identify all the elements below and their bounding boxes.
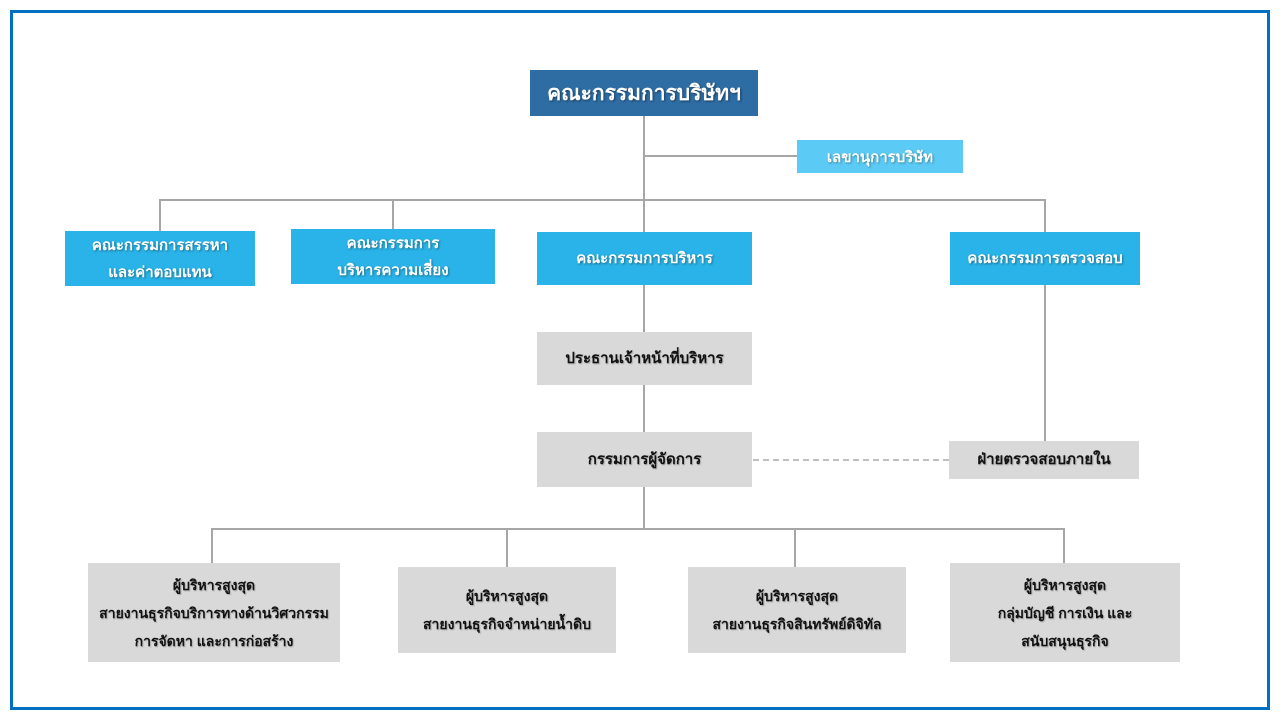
node-label-line: คณะกรรมการสรรหา (91, 236, 229, 254)
node-audit-committee: คณะกรรมการตรวจสอบ (950, 232, 1140, 285)
node-label-line: ผู้บริหารสูงสุด (172, 576, 256, 593)
node-label: เลขานุการบริษัท (826, 148, 934, 166)
node-label-line: คณะกรรมการ (346, 234, 440, 252)
node-risk-management-committee: คณะกรรมการ บริหารความเสี่ยง (291, 229, 495, 284)
node-label-line: กลุ่มบัญชี การเงิน และ (997, 604, 1133, 621)
node-label-line: สายงานธุรกิจสินทรัพย์ดิจิทัล (712, 616, 882, 632)
connector-drop-exec-finance (1063, 528, 1065, 563)
node-label-line: สายงานธุรกิจจำหน่ายน้ำดิบ (423, 616, 591, 632)
connector-ceo-md (643, 385, 645, 432)
node-chief-executive-officer: ประธานเจ้าหน้าที่บริหาร (537, 332, 752, 385)
node-company-secretary: เลขานุการบริษัท (797, 140, 963, 173)
node-exec-accounting-finance-support: ผู้บริหารสูงสุด กลุ่มบัญชี การเงิน และ ส… (950, 563, 1180, 662)
connector-board-secretary (644, 155, 797, 157)
connector-committees-horizontal (159, 199, 1046, 201)
node-label: ฝ่ายตรวจสอบภายใน (977, 451, 1111, 468)
connector-drop-nomination (159, 199, 161, 231)
node-board-of-directors: คณะกรรมการบริษัทฯ (530, 70, 758, 116)
connector-execs-horizontal (211, 528, 1064, 530)
node-label-line: บริหารความเสี่ยง (337, 261, 449, 279)
node-label: คณะกรรมการตรวจสอบ (967, 250, 1123, 267)
node-exec-raw-water-business: ผู้บริหารสูงสุด สายงานธุรกิจจำหน่ายน้ำดิ… (398, 567, 616, 653)
node-label-line: ผู้บริหารสูงสุด (465, 588, 549, 604)
node-executive-committee: คณะกรรมการบริหาร (537, 232, 752, 285)
node-label-line: และค่าตอบแทน (108, 263, 212, 281)
node-label: คณะกรรมการบริหาร (576, 250, 713, 267)
node-managing-director: กรรมการผู้จัดการ (537, 432, 752, 487)
connector-drop-audit (1044, 199, 1046, 232)
connector-md-down (643, 487, 645, 530)
node-label: ประธานเจ้าหน้าที่บริหาร (565, 349, 724, 367)
node-label: กรรมการผู้จัดการ (587, 450, 702, 468)
connector-audit-internal-audit (1044, 285, 1046, 441)
connector-drop-exec-digital (794, 528, 796, 567)
connector-md-internal-audit-dashed (753, 459, 949, 461)
node-label-line: สนับสนุนธุรกิจ (1021, 632, 1109, 649)
connector-drop-exec-raw-water (506, 528, 508, 567)
connector-drop-risk (392, 199, 394, 229)
node-label-line: การจัดหา และการก่อสร้าง (134, 632, 294, 649)
connector-drop-exec-engineering (211, 528, 213, 563)
node-nomination-remuneration-committee: คณะกรรมการสรรหา และค่าตอบแทน (65, 231, 255, 286)
node-label-line: ผู้บริหารสูงสุด (755, 588, 839, 604)
node-exec-digital-assets-business: ผู้บริหารสูงสุด สายงานธุรกิจสินทรัพย์ดิจ… (688, 567, 906, 653)
connector-executive-ceo (643, 285, 645, 332)
connector-board-down (643, 115, 645, 232)
node-label-line: ผู้บริหารสูงสุด (1023, 576, 1107, 593)
node-exec-engineering-procurement-construction: ผู้บริหารสูงสุด สายงานธุรกิจบริการทางด้า… (88, 563, 340, 662)
node-label: คณะกรรมการบริษัทฯ (547, 81, 741, 105)
node-internal-audit-department: ฝ่ายตรวจสอบภายใน (949, 441, 1139, 479)
node-label-line: สายงานธุรกิจบริการทางด้านวิศวกรรม (99, 604, 329, 621)
